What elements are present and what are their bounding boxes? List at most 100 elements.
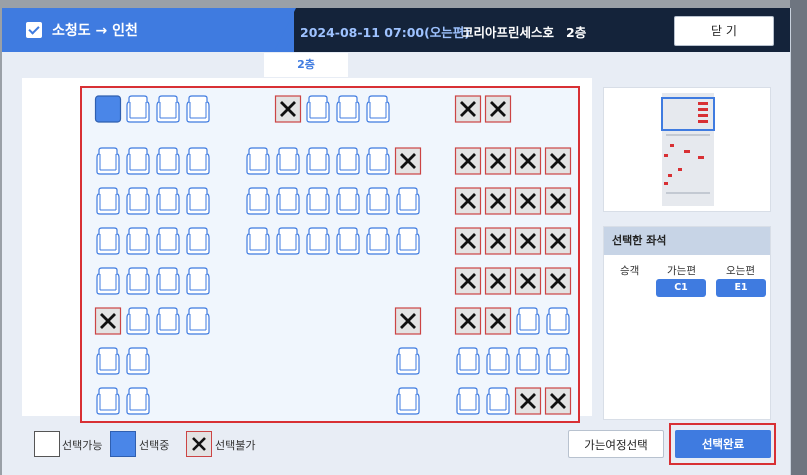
- seat-available[interactable]: [184, 94, 212, 124]
- close-button[interactable]: 닫 기: [674, 16, 774, 46]
- seat-available[interactable]: [124, 94, 152, 124]
- seat-available[interactable]: [94, 266, 122, 296]
- seat-available[interactable]: [124, 346, 152, 376]
- return-seat-badge[interactable]: E1: [716, 279, 766, 297]
- seat-available[interactable]: [124, 306, 152, 336]
- seat-available[interactable]: [304, 146, 332, 176]
- seat-available[interactable]: [244, 186, 272, 216]
- minimap-icon: [661, 93, 715, 206]
- floor-label: 2층: [566, 25, 587, 40]
- seat-available[interactable]: [94, 346, 122, 376]
- seat-available[interactable]: [274, 226, 302, 256]
- seat-available[interactable]: [364, 146, 392, 176]
- seat-available[interactable]: [184, 266, 212, 296]
- ship-name: 코리아프린세스호: [462, 25, 555, 40]
- seat-unavailable: [454, 306, 482, 336]
- selected-seats-title: 선택한 좌석: [604, 227, 770, 255]
- seat-available[interactable]: [124, 146, 152, 176]
- seat-unavailable: [454, 266, 482, 296]
- seat-unavailable: [484, 306, 512, 336]
- legend-selected-label: 선택중: [139, 439, 170, 452]
- seat-available[interactable]: [274, 186, 302, 216]
- seat-available[interactable]: [304, 186, 332, 216]
- legend-available-label: 선택가능: [62, 439, 103, 452]
- col-passenger: 승객: [620, 265, 640, 277]
- seat-available[interactable]: [364, 94, 392, 124]
- seat-available[interactable]: [94, 186, 122, 216]
- seat-unavailable: [544, 386, 572, 416]
- seat-available[interactable]: [514, 346, 542, 376]
- seat-available[interactable]: [484, 346, 512, 376]
- seat-unavailable: [514, 146, 542, 176]
- seat-available[interactable]: [394, 186, 422, 216]
- seat-available[interactable]: [184, 226, 212, 256]
- seat-available[interactable]: [124, 386, 152, 416]
- seat-unavailable: [484, 186, 512, 216]
- seat-unavailable: [514, 186, 542, 216]
- seat-available[interactable]: [124, 226, 152, 256]
- seat-available[interactable]: [334, 226, 362, 256]
- seat-available[interactable]: [94, 386, 122, 416]
- seat-available[interactable]: [154, 186, 182, 216]
- seat-available[interactable]: [454, 386, 482, 416]
- deck-minimap[interactable]: [603, 87, 771, 212]
- seat-available[interactable]: [184, 186, 212, 216]
- legend-available-swatch: [34, 431, 60, 457]
- seat-unavailable: [514, 226, 542, 256]
- seat-available[interactable]: [454, 346, 482, 376]
- seat-available[interactable]: [184, 306, 212, 336]
- seat-unavailable: [484, 146, 512, 176]
- seat-available[interactable]: [334, 186, 362, 216]
- seat-unavailable: [544, 146, 572, 176]
- seat-available[interactable]: [544, 306, 572, 336]
- seat-unavailable: [544, 186, 572, 216]
- seat-unavailable: [394, 306, 422, 336]
- complete-button[interactable]: 선택완료: [675, 430, 771, 458]
- seat-unavailable: [544, 226, 572, 256]
- seat-grid-highlight: [80, 86, 580, 423]
- close-x-icon: [192, 437, 206, 451]
- seat-available[interactable]: [154, 146, 182, 176]
- seat-available[interactable]: [394, 346, 422, 376]
- seat-available[interactable]: [154, 226, 182, 256]
- seat-available[interactable]: [334, 146, 362, 176]
- seat-available[interactable]: [154, 306, 182, 336]
- seat-available[interactable]: [394, 386, 422, 416]
- seat-available[interactable]: [94, 226, 122, 256]
- seat-available[interactable]: [394, 226, 422, 256]
- seat-available[interactable]: [94, 146, 122, 176]
- seat-unavailable: [514, 386, 542, 416]
- seat-available[interactable]: [244, 226, 272, 256]
- seat-available[interactable]: [184, 146, 212, 176]
- seat-selected[interactable]: [94, 94, 122, 124]
- select-outbound-button[interactable]: 가는여정선택: [568, 430, 664, 458]
- seat-available[interactable]: [124, 186, 152, 216]
- seat-available[interactable]: [304, 94, 332, 124]
- seat-available[interactable]: [544, 346, 572, 376]
- seat-available[interactable]: [244, 146, 272, 176]
- seat-unavailable: [484, 94, 512, 124]
- seat-unavailable: [94, 306, 122, 336]
- seat-available[interactable]: [154, 266, 182, 296]
- seat-available[interactable]: [274, 146, 302, 176]
- modal-header: 소청도 → 인천 2024-08-11 07:00(오는편) 코리아프린세스호 …: [2, 8, 790, 52]
- selected-seats-panel: 선택한 좌석 승객 가는편 오는편 C1 E1: [603, 226, 771, 420]
- seat-unavailable: [454, 94, 482, 124]
- seat-available[interactable]: [514, 306, 542, 336]
- seat-available[interactable]: [484, 386, 512, 416]
- seat-available[interactable]: [154, 94, 182, 124]
- seat-unavailable: [454, 146, 482, 176]
- seat-available[interactable]: [364, 226, 392, 256]
- tab-floor-2[interactable]: 2층: [264, 53, 348, 77]
- route-tab[interactable]: [2, 8, 294, 52]
- seat-unavailable: [454, 186, 482, 216]
- seat-available[interactable]: [124, 266, 152, 296]
- seat-unavailable: [544, 266, 572, 296]
- seat-unavailable: [484, 226, 512, 256]
- departure-datetime: 2024-08-11 07:00(오는편): [300, 25, 471, 40]
- seat-available[interactable]: [304, 226, 332, 256]
- checkbox-icon[interactable]: [26, 22, 42, 38]
- outbound-seat-badge[interactable]: C1: [656, 279, 706, 297]
- seat-available[interactable]: [364, 186, 392, 216]
- seat-available[interactable]: [334, 94, 362, 124]
